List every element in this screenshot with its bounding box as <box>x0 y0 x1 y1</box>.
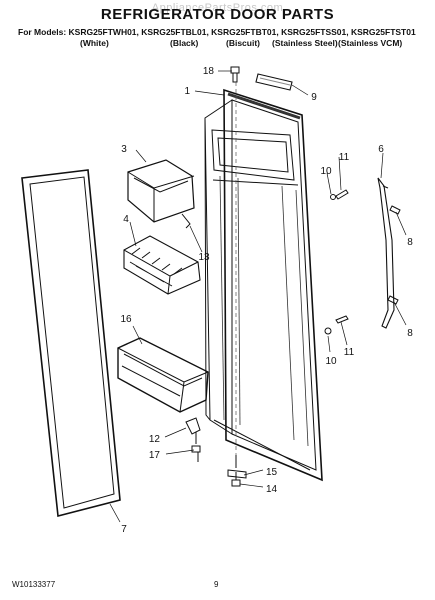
shelf-rails <box>219 175 309 447</box>
callout-1: 1 <box>184 86 190 97</box>
callout-7: 7 <box>121 524 127 535</box>
callout-14: 14 <box>266 484 278 495</box>
door-handle <box>377 177 395 329</box>
callout-8-lower: 8 <box>407 328 413 339</box>
dairy-compartment <box>127 159 195 229</box>
callout-15: 15 <box>266 467 278 478</box>
plugs-and-screws <box>324 189 349 335</box>
page-number: 9 <box>214 580 219 589</box>
door-liner <box>204 88 323 482</box>
leader-lines <box>109 70 407 523</box>
color-stainless-steel: (Stainless Steel) <box>272 38 338 48</box>
document-number: W10133377 <box>12 580 56 589</box>
model-list: For Models: KSRG25FTWH01, KSRG25FTBL01, … <box>18 27 416 37</box>
color-stainless-vcm: (Stainless VCM) <box>338 38 403 48</box>
callout-10-upper: 10 <box>320 166 332 177</box>
watermark-text: AppliancePartsPros.com <box>151 2 284 14</box>
callout-11-lower: 11 <box>344 347 355 358</box>
can-rack <box>123 235 201 295</box>
callout-17: 17 <box>149 450 161 461</box>
callout-8-upper: 8 <box>407 237 413 248</box>
door-gasket <box>21 169 121 518</box>
callout-13: 13 <box>198 252 210 263</box>
callout-6: 6 <box>378 144 384 155</box>
top-screw-and-trim <box>230 66 293 91</box>
lower-hinge-parts <box>185 417 201 462</box>
handle-screws <box>387 205 401 305</box>
callout-3: 3 <box>121 144 127 155</box>
hinge-pin-parts <box>227 455 247 487</box>
callout-10-lower: 10 <box>325 356 337 367</box>
callout-11-upper: 11 <box>339 152 350 163</box>
callout-16: 16 <box>120 314 132 325</box>
color-black: (Black) <box>170 38 199 48</box>
callout-12: 12 <box>149 434 161 445</box>
door-bin <box>117 337 209 413</box>
callout-4: 4 <box>123 214 129 225</box>
callout-18: 18 <box>203 66 215 77</box>
color-biscuit: (Biscuit) <box>226 38 260 48</box>
callout-9: 9 <box>311 92 317 103</box>
color-white: (White) <box>80 38 109 48</box>
page-title: REFRIGERATOR DOOR PARTS <box>100 6 335 23</box>
